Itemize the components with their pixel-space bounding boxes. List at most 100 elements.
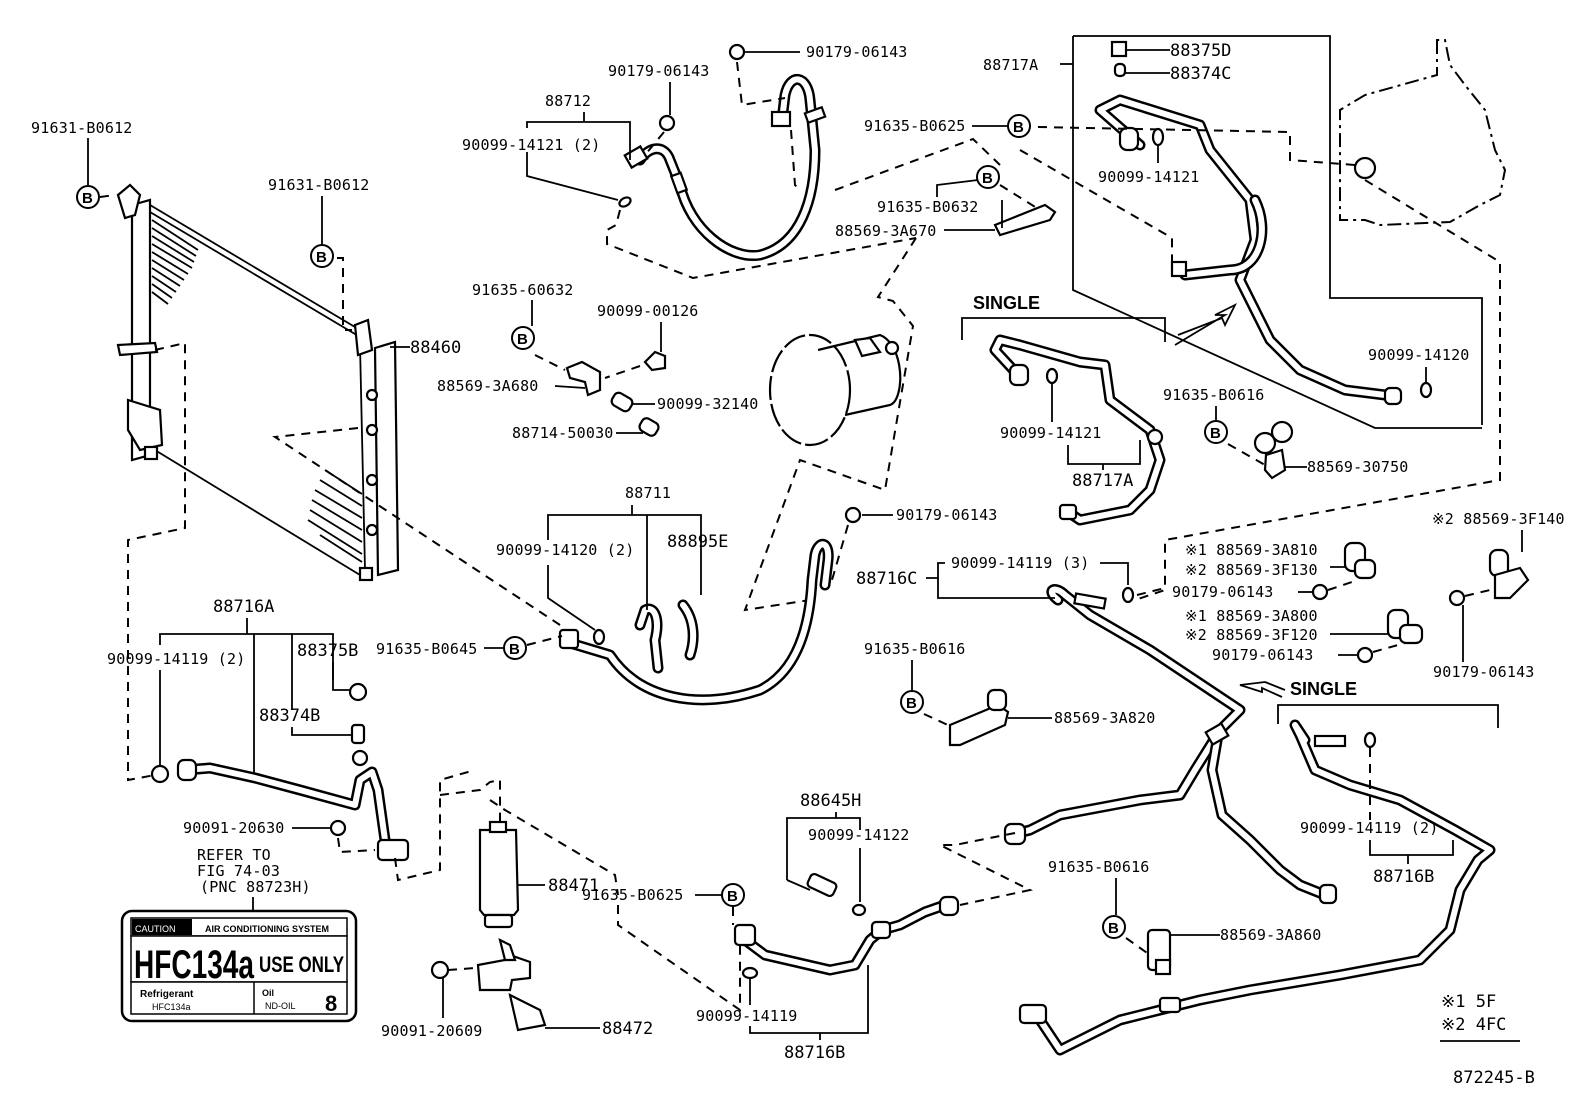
part-number-label: 91631-B0612 bbox=[268, 176, 370, 194]
part-number-label: 90099-14119 bbox=[696, 1007, 798, 1025]
part-number-label: 90099-14119 (3) bbox=[951, 554, 1089, 572]
svg-text:SINGLE: SINGLE bbox=[973, 293, 1040, 313]
callout-90091-20630: 90091-20630 bbox=[183, 819, 376, 854]
suction-hose-88711[interactable] bbox=[558, 538, 834, 706]
part-number-label: 90099-14121 bbox=[1098, 168, 1200, 186]
part-number-label: 88717A bbox=[1072, 471, 1133, 491]
svg-text:(PNC 88723H): (PNC 88723H) bbox=[200, 878, 311, 896]
svg-text:B: B bbox=[82, 190, 93, 207]
part-number-label: 90099-14120 (2) bbox=[496, 541, 634, 559]
svg-text:AIR CONDITIONING SYSTEM: AIR CONDITIONING SYSTEM bbox=[205, 924, 329, 934]
bolt-marker-b bbox=[511, 326, 535, 350]
compressor[interactable] bbox=[768, 333, 902, 447]
engine-outline bbox=[1134, 39, 1507, 601]
callout-88460: 88460 bbox=[390, 338, 461, 358]
valve-icon bbox=[638, 417, 660, 437]
nut-icon bbox=[658, 114, 676, 132]
part-number-label: 88714-50030 bbox=[512, 424, 614, 442]
callout-91635-b0616-bottom: 91635-B0616 B bbox=[1048, 858, 1151, 956]
part-number-label: 91635-B0645 bbox=[376, 640, 478, 658]
caution-sticker[interactable]: CAUTION AIR CONDITIONING SYSTEM HFC134a … bbox=[120, 909, 358, 1023]
callout-90099-14120-right: 90099-14120 bbox=[1368, 346, 1469, 399]
bolt-marker-b bbox=[310, 244, 334, 268]
pipe-88717a[interactable] bbox=[1094, 94, 1403, 406]
pipe-88716b-single[interactable] bbox=[1018, 719, 1496, 1056]
pipe-88716c[interactable] bbox=[1003, 584, 1338, 905]
clamp-88569-3a860[interactable] bbox=[1146, 928, 1172, 976]
part-number-label: 88471 bbox=[548, 876, 599, 896]
arrow-icon bbox=[1174, 302, 1238, 346]
pipe-88716a[interactable] bbox=[176, 749, 410, 862]
callout-88569-3a680: 88569-3A680 bbox=[437, 377, 586, 395]
part-number-label: 91635-B0625 bbox=[864, 117, 966, 135]
part-number-label: 88472 bbox=[602, 1019, 653, 1039]
part-number-label: 90179-06143 bbox=[806, 43, 908, 61]
callout-90099-14121-top: 90099-14121 bbox=[1098, 127, 1200, 186]
part-number-label: 88712 bbox=[545, 92, 591, 110]
legend-note-1: ※1 5F bbox=[1441, 992, 1496, 1012]
nut-icon bbox=[728, 43, 746, 61]
callout-88472: 88472 bbox=[545, 1019, 653, 1039]
callout-88712: 88712 90099-14121 (2) bbox=[462, 92, 917, 280]
part-number-label: 88716A bbox=[213, 597, 274, 617]
legend-note-2: ※2 4FC bbox=[1441, 1015, 1506, 1035]
callout-90179-06143-d: 90179-06143 bbox=[1172, 579, 1359, 601]
svg-text:B: B bbox=[906, 695, 917, 712]
bracket-88569-3a680[interactable] bbox=[565, 360, 602, 397]
o-ring-icon bbox=[1121, 586, 1135, 604]
callout-88569-3a800: ※1 88569-3A800 ※2 88569-3F120 bbox=[1185, 607, 1395, 644]
pipe-88717a-single[interactable] bbox=[989, 334, 1166, 526]
cap-icon bbox=[1110, 40, 1128, 58]
clamp-88569-3a800[interactable] bbox=[1386, 608, 1424, 645]
clamp-88569-3a810[interactable] bbox=[1343, 541, 1377, 580]
part-number-label: 91635-B0616 bbox=[864, 640, 966, 658]
part-number-label: 88375D bbox=[1170, 41, 1231, 61]
callout-90091-20609: 90091-20609 bbox=[381, 960, 482, 1040]
svg-text:ND-OIL: ND-OIL bbox=[265, 1001, 296, 1011]
part-number-label: 90179-06143 bbox=[896, 506, 998, 524]
part-number-label: 91635-B0616 bbox=[1163, 386, 1265, 404]
part-number-label: 88645H bbox=[800, 791, 861, 811]
part-number-label: 90179-06143 bbox=[608, 62, 710, 80]
part-number-label: 91635-60632 bbox=[472, 281, 574, 299]
svg-text:Oil: Oil bbox=[262, 988, 274, 998]
hose-88895e[interactable] bbox=[677, 599, 699, 661]
pressure-switch-icon bbox=[806, 872, 838, 898]
condenser-88460[interactable] bbox=[116, 183, 400, 582]
bracket-88569-3a670[interactable] bbox=[993, 200, 1057, 237]
valve-core-icon bbox=[1113, 62, 1127, 78]
part-number-label: 88569-30750 bbox=[1307, 458, 1409, 476]
part-number-label: ※2 88569-3F120 bbox=[1185, 626, 1318, 644]
part-number-label: ※1 88569-3A800 bbox=[1185, 607, 1318, 625]
part-number-label: 88569-3A820 bbox=[1054, 709, 1156, 727]
part-number-label: 91635-B0632 bbox=[877, 198, 979, 216]
part-number-label: 88569-3A860 bbox=[1220, 926, 1322, 944]
callout-88711: 88711 90099-14120 (2) 88895E bbox=[496, 484, 728, 646]
callout-91631-b0612-right: 91631-B0612 B bbox=[268, 176, 370, 331]
clamp-88569-30750[interactable] bbox=[1253, 420, 1294, 480]
nut-icon bbox=[844, 506, 862, 524]
nut-icon bbox=[1448, 589, 1466, 607]
svg-text:B: B bbox=[316, 249, 327, 266]
callout-91635-b0616-right: 91635-B0616 B bbox=[1163, 386, 1266, 466]
seal-icon bbox=[610, 391, 634, 413]
bracket-88569-3a820[interactable] bbox=[948, 688, 1010, 747]
part-number-label: 88711 bbox=[625, 484, 671, 502]
sticker-header-block bbox=[132, 919, 192, 935]
receiver-dryer-88471[interactable] bbox=[478, 820, 520, 929]
clamp-88569-3f140[interactable] bbox=[1488, 548, 1530, 600]
part-number-label: 88716C bbox=[856, 569, 917, 589]
callout-88569-3a670: 88569-3A670 bbox=[835, 222, 995, 240]
pipe-88716b[interactable] bbox=[733, 895, 960, 976]
discharge-hose-88712[interactable] bbox=[623, 73, 827, 262]
part-number-label: 90099-14119 (2) bbox=[1300, 819, 1438, 837]
callout-88569-3a810: ※1 88569-3A810 ※2 88569-3F130 bbox=[1185, 541, 1350, 579]
part-number-label: 90099-00126 bbox=[597, 302, 699, 320]
bolt-icon bbox=[430, 960, 450, 980]
callout-88645h: 88645H 90099-14122 bbox=[786, 791, 909, 917]
bolt-marker-b bbox=[1204, 420, 1228, 444]
bracket-88472[interactable] bbox=[476, 937, 547, 1032]
part-number-label: 88716B bbox=[784, 1043, 845, 1063]
part-number-label: 90179-06143 bbox=[1172, 583, 1274, 601]
